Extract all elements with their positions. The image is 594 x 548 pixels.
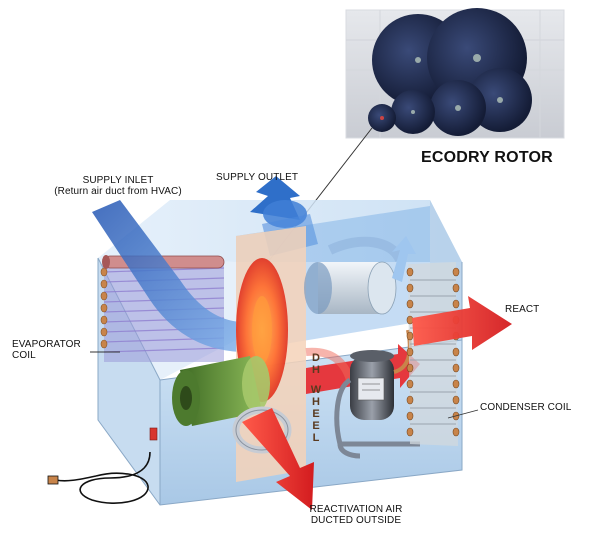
react-label: REACT bbox=[505, 304, 540, 315]
supply-inlet-label-line2: (Return air duct from HVAC) bbox=[54, 186, 182, 197]
power-cord bbox=[47, 451, 151, 504]
evaporator-coil-label: EVAPORATOR COIL bbox=[12, 339, 81, 361]
ecodry-rotor-photo bbox=[345, 8, 565, 139]
supply-fan bbox=[304, 236, 405, 315]
compressor bbox=[334, 329, 420, 459]
rotor-title: ECODRY ROTOR bbox=[421, 149, 553, 166]
return-blue-arrow bbox=[392, 236, 416, 282]
reactivation-label-line2: DUCTED OUTSIDE bbox=[310, 515, 402, 526]
supply-inlet-arrow bbox=[92, 200, 240, 352]
wheel-label: W H E E L bbox=[310, 384, 322, 444]
evaporator-label-line2: COIL bbox=[12, 350, 36, 361]
evaporator-label-line1: EVAPORATOR bbox=[12, 339, 81, 350]
reactivation-air-arrow bbox=[242, 408, 314, 510]
reactivation-label-line1: REACTIVATION AIR bbox=[309, 504, 403, 515]
leader-lines bbox=[90, 351, 479, 419]
condenser-coil-label: CONDENSER COIL bbox=[480, 402, 572, 413]
condenser-coil bbox=[406, 262, 460, 446]
reactivation-air-label: REACTIVATION AIR DUCTED OUTSIDE bbox=[296, 504, 416, 526]
react-arrow bbox=[412, 296, 512, 350]
reactivation-fan bbox=[172, 356, 270, 426]
supply-inlet-label: SUPPLY INLET (Return air duct from HVAC) bbox=[48, 175, 188, 197]
dh-label: D H bbox=[312, 352, 320, 376]
supply-inlet-label-line1: SUPPLY INLET bbox=[82, 175, 154, 186]
supply-outlet-label: SUPPLY OUTLET bbox=[216, 172, 299, 183]
